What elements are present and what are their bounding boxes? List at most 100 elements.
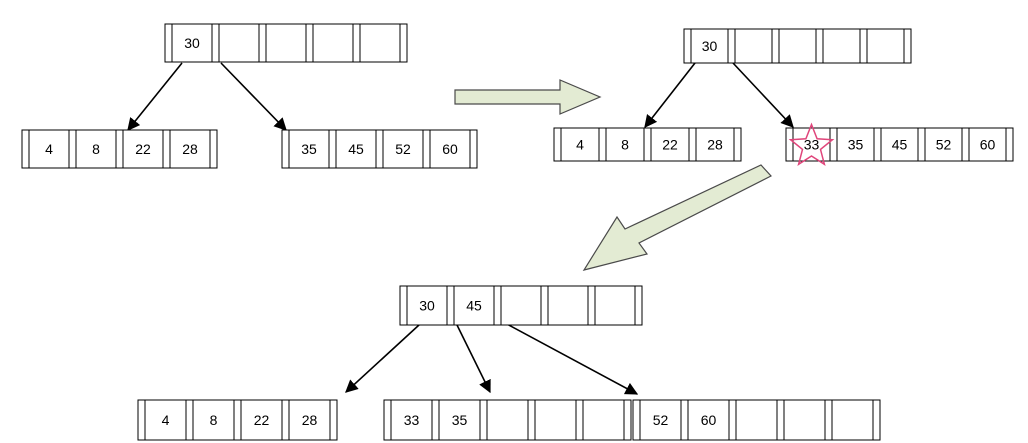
empty-key-cell — [265, 23, 307, 63]
pointer-slot — [688, 127, 697, 162]
overflow-root-node: 30 — [683, 28, 912, 64]
pointer-slot — [469, 129, 478, 169]
pointer-slot — [824, 399, 833, 441]
key-cell — [28, 129, 70, 169]
key-label: 28 — [182, 141, 198, 157]
pointer-slot — [540, 285, 549, 326]
tree-edges — [127, 62, 794, 395]
key-label: 35 — [848, 137, 864, 153]
pointer-slot — [727, 28, 736, 64]
empty-key-cell — [582, 399, 625, 441]
after-split-leaf-node-2: 33 35 — [383, 399, 632, 441]
key-label: 33 — [804, 137, 820, 153]
pointer-slot — [258, 23, 267, 63]
pointer-slot — [733, 127, 742, 162]
pointer-slot — [872, 399, 881, 441]
pointer-slot — [643, 127, 652, 162]
pointer-slot — [493, 285, 502, 326]
pointer-slot — [815, 28, 824, 64]
key-label: 60 — [442, 141, 458, 157]
pointer-slot — [680, 399, 689, 441]
key-cell — [171, 23, 213, 63]
pointer-slot — [281, 129, 290, 169]
key-label: 45 — [466, 298, 482, 314]
pointer-slot — [399, 23, 408, 63]
pointer-slot — [1005, 127, 1014, 162]
before-leaf-node-2: 35 45 52 60 — [281, 129, 478, 169]
empty-key-cell — [594, 285, 636, 326]
pointer-slot — [961, 127, 970, 162]
key-cell — [288, 399, 331, 441]
pointer-slot — [575, 399, 584, 441]
empty-key-cell — [547, 285, 589, 326]
empty-key-cell — [866, 28, 905, 64]
pointer-slot — [527, 399, 536, 441]
key-label: 30 — [702, 38, 718, 54]
key-cell — [639, 399, 682, 441]
key-cell — [335, 129, 377, 169]
key-cell — [382, 129, 424, 169]
empty-key-cell — [534, 399, 577, 441]
pointer-slot — [399, 285, 408, 326]
pointer-slot — [917, 127, 926, 162]
edge-3-left — [345, 324, 420, 393]
key-cell — [605, 127, 645, 162]
key-label: 4 — [45, 141, 53, 157]
key-cell — [695, 127, 735, 162]
empty-key-cell — [778, 28, 817, 64]
key-label: 4 — [162, 412, 170, 428]
key-cell — [650, 127, 690, 162]
key-label: 8 — [92, 141, 100, 157]
transition-arrow-down-left — [582, 164, 772, 271]
key-label: 52 — [395, 141, 411, 157]
key-cell — [169, 129, 211, 169]
edge-2-left — [644, 62, 696, 129]
key-label: 22 — [254, 412, 270, 428]
pointer-slot — [829, 127, 838, 162]
inserted-key-star-icon — [788, 122, 835, 166]
key-label: 4 — [576, 137, 584, 153]
pointer-slot — [632, 399, 641, 441]
key-cell — [968, 127, 1007, 162]
key-cell — [924, 127, 963, 162]
key-label: 30 — [184, 35, 200, 51]
key-label: 45 — [348, 141, 364, 157]
key-label: 8 — [621, 137, 629, 153]
key-label: 60 — [980, 137, 996, 153]
key-label: 35 — [452, 412, 468, 428]
empty-key-cell — [218, 23, 260, 63]
empty-key-cell — [831, 399, 874, 441]
pointer-slot — [185, 399, 194, 441]
empty-key-cell — [735, 399, 778, 441]
pointer-slot — [683, 28, 692, 64]
pointer-slot — [375, 129, 384, 169]
key-label: 35 — [301, 141, 317, 157]
pointer-slot — [785, 127, 794, 162]
empty-key-cell — [734, 28, 773, 64]
pointer-slot — [209, 129, 218, 169]
pointer-slot — [383, 399, 392, 441]
pointer-slot — [903, 28, 912, 64]
key-cell — [687, 399, 730, 441]
pointer-slot — [431, 399, 440, 441]
pointer-slot — [305, 23, 314, 63]
empty-key-cell — [783, 399, 826, 441]
empty-key-cell — [500, 285, 542, 326]
key-label: 33 — [404, 412, 420, 428]
edge-1-left — [127, 62, 183, 131]
pointer-slot — [587, 285, 596, 326]
key-cell — [288, 129, 330, 169]
key-label: 28 — [302, 412, 318, 428]
edge-3-mid — [456, 324, 491, 394]
key-label: 60 — [701, 412, 717, 428]
pointer-slot — [21, 129, 30, 169]
edge-2-right — [732, 62, 794, 128]
key-label: 22 — [662, 137, 678, 153]
pointer-slot — [162, 129, 171, 169]
